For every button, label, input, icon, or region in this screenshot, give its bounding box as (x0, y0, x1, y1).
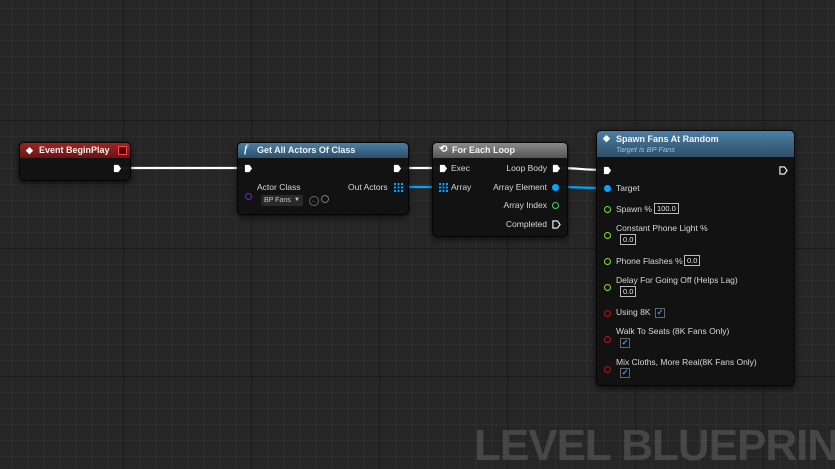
spawn-percent-pin[interactable] (604, 206, 611, 213)
get-all-actors-title: Get All Actors Of Class (257, 145, 356, 155)
mix-cloths-label: Mix Cloths, More Real(8K Fans Only) (616, 357, 757, 367)
delay-input[interactable]: 0.0 (620, 286, 637, 297)
using-8k-pin[interactable] (604, 310, 611, 317)
phone-flashes-label: Phone Flashes % (616, 256, 683, 266)
array-label: Array (451, 182, 472, 192)
completed-exec-pin-icon[interactable] (552, 220, 561, 229)
array-element-pin[interactable] (552, 184, 559, 191)
phone-light-label: Constant Phone Light % (616, 223, 708, 233)
actor-class-dropdown[interactable]: BP Fans ▼ (261, 195, 303, 206)
mix-cloths-pin[interactable] (604, 366, 611, 373)
spawn-fans-subtitle: Target is BP Fans (616, 145, 676, 154)
exec-out-pin-icon[interactable] (113, 164, 122, 173)
phone-flashes-input[interactable]: 0.0 (684, 255, 701, 266)
mix-cloths-checkbox[interactable]: ✓ (620, 368, 630, 378)
for-each-loop-node[interactable]: ⟲ For Each Loop Exec Array Loop Body Arr… (432, 142, 568, 237)
array-element-label: Array Element (493, 182, 547, 192)
target-label: Target (616, 183, 640, 193)
for-each-loop-header[interactable]: ⟲ For Each Loop (433, 143, 567, 158)
phone-light-pin[interactable] (604, 232, 611, 239)
exec-label: Exec (451, 163, 470, 173)
chevron-down-icon: ▼ (294, 197, 300, 203)
array-index-pin[interactable] (552, 202, 559, 209)
exec-out-pin-icon[interactable] (779, 166, 788, 175)
walk-to-seats-checkbox[interactable]: ✓ (620, 338, 630, 348)
walk-to-seats-label: Walk To Seats (8K Fans Only) (616, 326, 730, 336)
for-each-loop-title: For Each Loop (452, 145, 515, 155)
spawn-percent-input[interactable]: 100.0 (654, 203, 679, 214)
loop-macro-icon: ⟲ (439, 144, 448, 155)
loop-body-label: Loop Body (506, 163, 547, 173)
out-actors-label: Out Actors (348, 182, 388, 192)
spawn-fans-node[interactable]: ◆ Spawn Fans At Random Target is BP Fans… (596, 130, 795, 386)
get-all-actors-header[interactable]: f Get All Actors Of Class (238, 143, 408, 158)
exec-out-pin-icon[interactable] (393, 164, 402, 173)
get-all-actors-node[interactable]: f Get All Actors Of Class Actor Class BP… (237, 142, 409, 215)
spawn-fans-title: Spawn Fans At Random (616, 134, 719, 144)
delegate-pin-icon[interactable] (118, 146, 127, 155)
array-grid-pin-icon[interactable] (439, 183, 448, 192)
search-icon[interactable] (321, 195, 329, 203)
exec-in-pin-icon[interactable] (603, 166, 612, 175)
event-beginplay-title: Event BeginPlay (39, 145, 110, 155)
exec-in-pin-icon[interactable] (244, 164, 253, 173)
loop-body-exec-pin-icon[interactable] (552, 164, 561, 173)
completed-label: Completed (505, 219, 547, 229)
actor-class-value: BP Fans (264, 197, 291, 204)
spawn-fans-header[interactable]: ◆ Spawn Fans At Random Target is BP Fans (597, 131, 794, 157)
using-8k-label: Using 8K (616, 307, 651, 317)
level-blueprint-watermark: LEVEL BLUEPRINT (474, 421, 835, 469)
using-8k-checkbox[interactable]: ✓ (655, 308, 665, 318)
target-pin[interactable] (604, 185, 611, 192)
event-beginplay-header[interactable]: ◆ Event BeginPlay (20, 143, 130, 158)
phone-flashes-pin[interactable] (604, 258, 611, 265)
event-diamond-icon: ◆ (26, 145, 33, 155)
delay-pin[interactable] (604, 284, 611, 291)
event-beginplay-node[interactable]: ◆ Event BeginPlay (19, 142, 131, 181)
array-index-label: Array Index (503, 200, 547, 210)
spawn-percent-label: Spawn % (616, 204, 652, 214)
array-grid-pin-icon[interactable] (394, 183, 403, 192)
event-diamond-icon: ◆ (603, 133, 610, 143)
walk-to-seats-pin[interactable] (604, 336, 611, 343)
actor-class-label: Actor Class (257, 182, 301, 192)
phone-light-input[interactable]: 0.0 (620, 234, 637, 245)
function-icon: f (244, 143, 248, 155)
clear-icon[interactable]: ← (309, 196, 319, 206)
delay-label: Delay For Going Off (Helps Lag) (616, 275, 738, 285)
actor-class-pin[interactable] (245, 193, 252, 200)
exec-in-pin-icon[interactable] (439, 164, 448, 173)
